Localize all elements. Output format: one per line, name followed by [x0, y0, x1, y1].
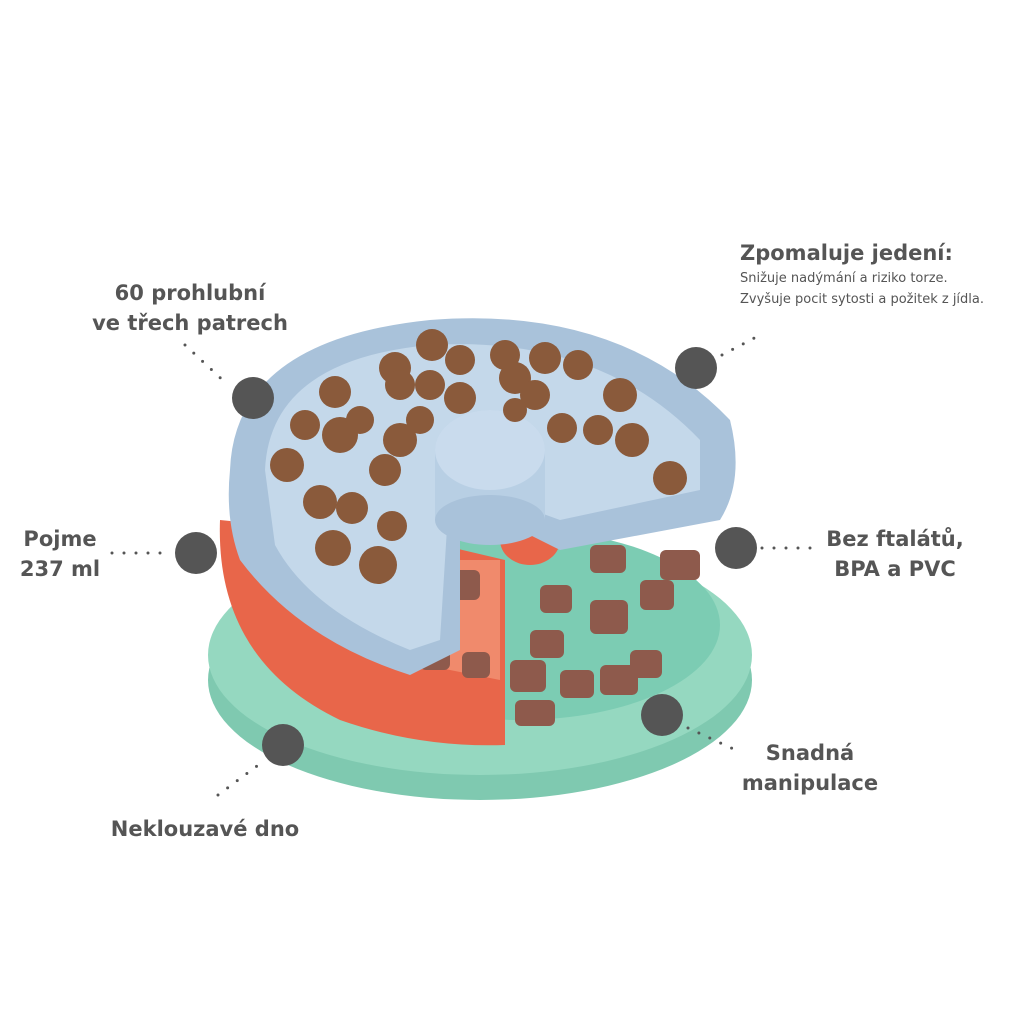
callout-capacity: Pojme 237 ml: [10, 524, 110, 584]
callout-line: Snadná: [765, 741, 855, 765]
callout-line: Snižuje nadýmání a riziko torze.: [740, 271, 948, 286]
callout-line: Neklouzavé dno: [110, 817, 300, 841]
callout-non-slip: Neklouzavé dno: [90, 814, 320, 844]
callout-line: Bez ftalátů,: [826, 527, 964, 551]
callout-line: Zvyšuje pocit sytosti a požitek z jídla.: [740, 292, 985, 307]
callout-depressions: 60 prohlubní ve třech patrech: [60, 278, 320, 338]
callout-line: manipulace: [741, 771, 879, 795]
callout-line: Pojme: [23, 527, 97, 551]
callout-handling: Snadná manipulace: [730, 738, 890, 798]
callout-slows-eating: Zpomaluje jedení: Snižuje nadýmání a riz…: [740, 238, 984, 310]
dry-kibble: [270, 329, 687, 584]
callout-title: Zpomaluje jedení:: [740, 241, 953, 265]
callout-line: 60 prohlubní: [114, 281, 266, 305]
callout-materials: Bez ftalátů, BPA a PVC: [815, 524, 975, 584]
callout-line: ve třech patrech: [92, 311, 288, 335]
callout-markers: [175, 347, 757, 766]
callout-line: 237 ml: [19, 557, 101, 581]
callout-line: BPA a PVC: [834, 557, 956, 581]
wet-food: [510, 545, 700, 726]
leader-lines: [110, 333, 817, 797]
